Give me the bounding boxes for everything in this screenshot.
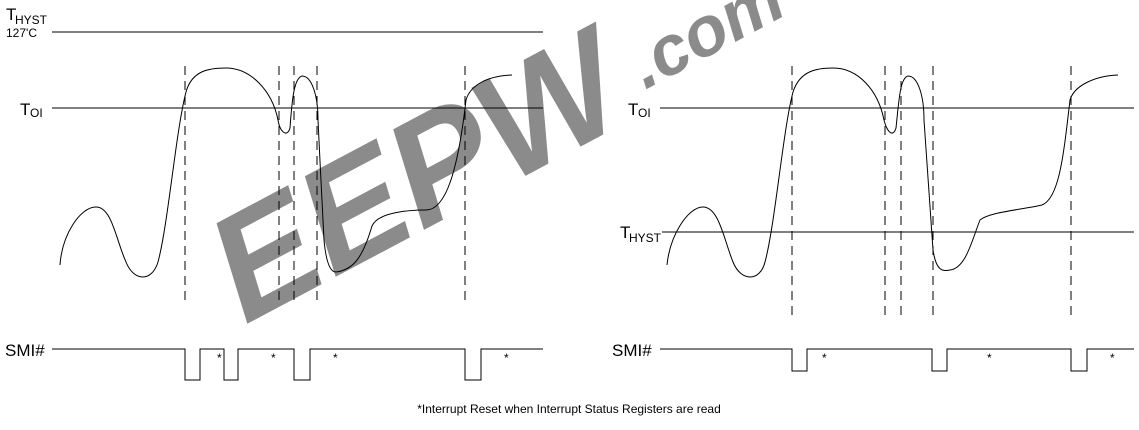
right-smi-label: SMI# xyxy=(612,341,652,360)
right-smi-waveform xyxy=(660,348,1134,372)
thyst-label-main: T xyxy=(620,223,630,242)
watermark-suffix-text: .com xyxy=(615,0,796,103)
toi-label-main: T xyxy=(20,100,30,119)
asterisk-3: * xyxy=(1110,351,1115,365)
left-reset-markers: * * * * xyxy=(217,351,509,365)
right-thyst-label: T HYST xyxy=(620,223,662,245)
left-toi-label: T OI xyxy=(20,100,43,120)
thyst-temp-label: 127'C xyxy=(6,26,37,40)
watermark: EEPW .com xyxy=(181,0,796,353)
right-temperature-curve xyxy=(666,67,1119,278)
toi-label-sub: OI xyxy=(638,106,651,120)
left-event-markers xyxy=(184,66,466,305)
asterisk-2: * xyxy=(987,351,992,365)
thyst-label-sub: HYST xyxy=(15,13,48,27)
thyst-label-sub: HYST xyxy=(629,231,662,245)
left-temperature-curve xyxy=(59,67,513,278)
asterisk-3: * xyxy=(333,351,338,365)
right-reset-markers: * * * xyxy=(822,351,1115,365)
left-smi-waveform xyxy=(52,348,543,381)
asterisk-4: * xyxy=(504,351,509,365)
asterisk-1: * xyxy=(217,351,222,365)
watermark-logo-text: EEPW xyxy=(181,0,660,353)
left-smi-label: SMI# xyxy=(5,341,45,360)
toi-label-sub: OI xyxy=(30,106,43,120)
toi-label-main: T xyxy=(628,100,638,119)
right-event-markers xyxy=(791,66,1072,320)
thyst-label-main: T xyxy=(6,5,16,24)
left-panel: T HYST 127'C T OI SMI# * * * * xyxy=(5,5,543,381)
asterisk-2: * xyxy=(271,351,276,365)
right-toi-label: T OI xyxy=(628,100,651,120)
footnote: *Interrupt Reset when Interrupt Status R… xyxy=(417,402,721,416)
left-thyst-label: T HYST 127'C xyxy=(6,5,48,40)
asterisk-1: * xyxy=(822,351,827,365)
right-panel: T OI T HYST SMI# * * * xyxy=(612,66,1134,372)
